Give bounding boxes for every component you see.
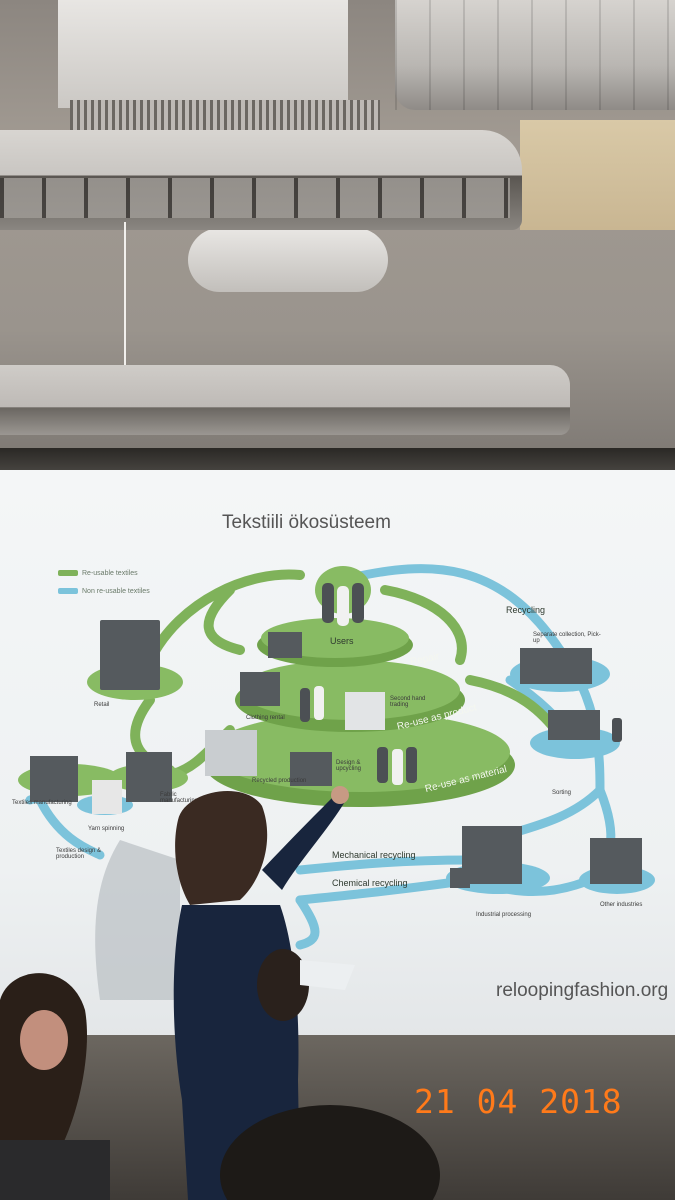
label-recycled-production: Recycled production (252, 778, 307, 784)
label-separate-collection: Separate collection, Pick-up (533, 632, 601, 644)
legend-label: Re-usable textiles (82, 569, 138, 577)
presenter-hand (331, 786, 349, 804)
label-chemical-recycling: Chemical recycling (332, 878, 408, 888)
presenter-arm (262, 792, 346, 890)
paper-sheet (300, 960, 355, 990)
legend-label: Non re-usable textiles (82, 587, 150, 595)
label-textiles-design: Textiles design & production (56, 848, 102, 860)
ceiling-panel (520, 120, 675, 230)
slide-title: Tekstiili ökosüsteem (222, 512, 391, 533)
label-upcycling: Design & upcycling (336, 760, 362, 772)
projector-screen-housing (0, 448, 675, 474)
slide-legend: Re-usable textiles Non re-usable textile… (58, 564, 150, 600)
legend-swatch-blue (58, 588, 78, 594)
label-retail: Retail (94, 702, 110, 708)
slide-website: reloopingfashion.org (496, 980, 669, 1001)
air-handler-box (58, 0, 348, 108)
presenter-shadow (95, 840, 180, 1000)
people-layer (0, 786, 440, 1200)
building-icons (30, 620, 642, 888)
people-icons (300, 583, 622, 785)
label-fabric-manufacturing: Fabric manufacturing (160, 792, 199, 804)
label-recycling: Recycling (506, 605, 546, 615)
hanging-cable (124, 222, 126, 372)
ventilation-duct (395, 0, 675, 110)
label-other-industries: Other industries (600, 902, 643, 908)
legend-swatch-green (58, 570, 78, 576)
legend-item: Non re-usable textiles (58, 582, 150, 600)
label-yarn-spinning: Yarn spinning (88, 826, 125, 832)
date-stamp: 21 04 2018 (414, 1082, 623, 1121)
laptop (0, 1140, 110, 1200)
ceiling-light-grid (0, 178, 510, 218)
foreground-head (220, 1105, 440, 1200)
ecosystem-diagram (18, 564, 655, 950)
legend-item: Re-usable textiles (58, 564, 150, 582)
label-industrial-processing: Industrial processing (476, 912, 532, 918)
ceiling-pipe (188, 228, 388, 292)
audience-member-face (20, 1010, 68, 1070)
ceiling-light-back (0, 365, 570, 435)
label-users: Users (330, 636, 354, 646)
label-second-hand: Second hand trading (390, 696, 426, 708)
presenter-hair (175, 791, 268, 905)
label-mechanical-recycling: Mechanical recycling (332, 850, 416, 860)
label-textiles-manufacturing: Textiles manufacturing (12, 800, 72, 806)
label-clothing-rental: Clothing rental (246, 715, 285, 721)
stuffed-toy (257, 949, 309, 1021)
label-sorting: Sorting (552, 790, 572, 796)
